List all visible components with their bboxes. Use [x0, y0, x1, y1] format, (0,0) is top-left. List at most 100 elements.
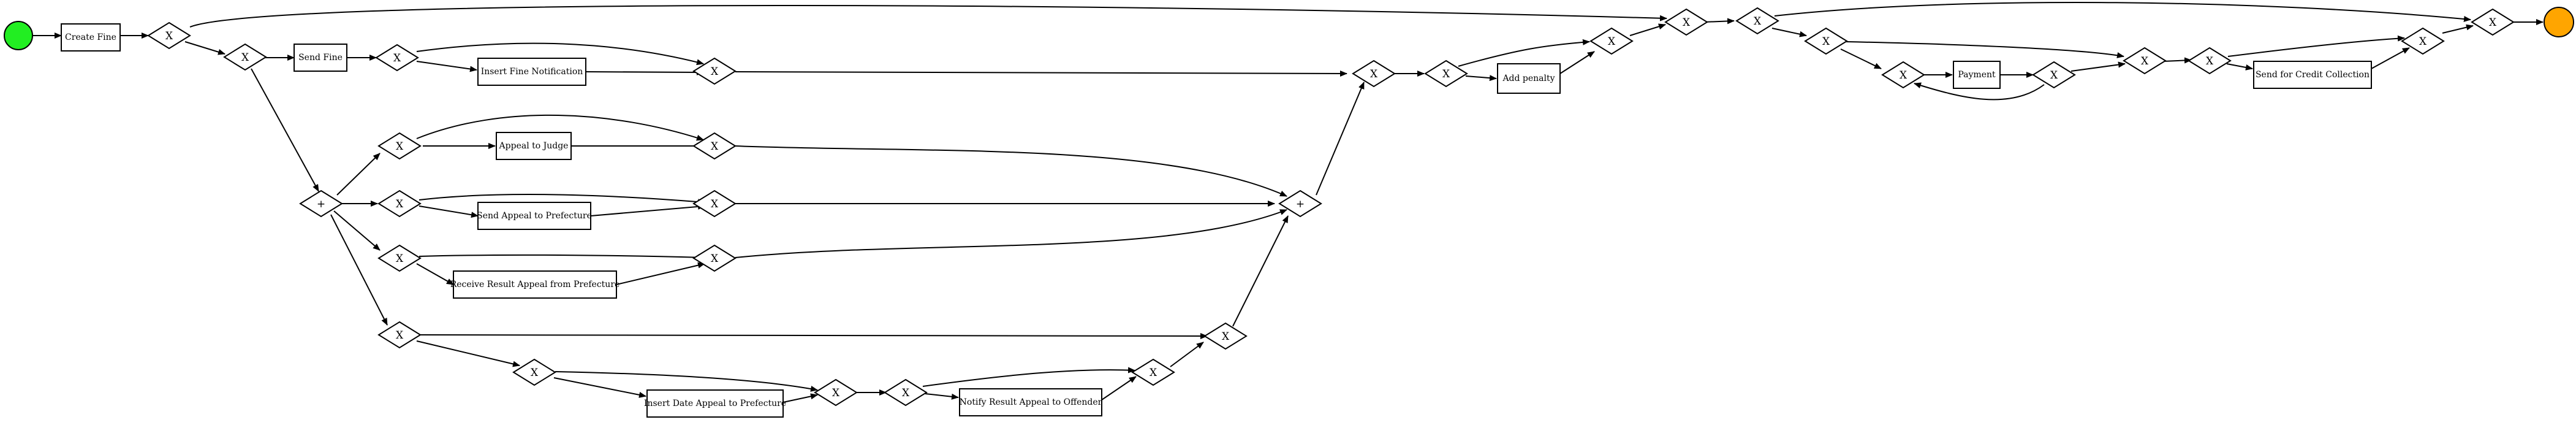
flow-g5-to-g6: [416, 114, 704, 141]
flow-g18-to-add-penalty: [1465, 75, 1497, 82]
flow-g15-to-g16: [1170, 342, 1204, 367]
gateway-symbol: X: [1900, 69, 1907, 82]
gateway-exclusive-g23: X: [1881, 61, 1925, 89]
flow-notify-result-to-g15: [1101, 376, 1137, 400]
flow-g22-to-g23: [1840, 48, 1882, 69]
task-label: Send Fine: [298, 53, 343, 63]
gateway-exclusive-g24: X: [2032, 61, 2076, 89]
flow-g1-to-g20: [189, 5, 1667, 28]
task-label: Insert Date Appeal to Prefecture: [644, 399, 786, 408]
gateway-symbol: X: [1608, 36, 1616, 48]
gateway-symbol: X: [711, 253, 719, 265]
flow-g19-to-g20: [1629, 23, 1666, 36]
flow-insert-date-appeal-to-g13: [782, 393, 818, 403]
gateway-exclusive-g11: X: [377, 321, 422, 349]
flow-g16-to-join: [1232, 215, 1289, 327]
gateway-exclusive-g3: X: [375, 44, 419, 72]
gateway-symbol: X: [711, 66, 719, 78]
gateway-exclusive-g21: X: [1735, 7, 1779, 35]
gateway-symbol: X: [1822, 36, 1830, 48]
gateway-exclusive-g13: X: [814, 378, 858, 407]
gateway-symbol: +: [1296, 198, 1305, 210]
gateway-parallel-split: +: [299, 190, 343, 218]
flow-g25-to-g26: [2162, 57, 2192, 64]
task-payment: Payment: [1953, 61, 2001, 89]
flow-g22-to-g25: [1845, 41, 2124, 58]
flow-g14-to-notify-result: [925, 393, 959, 400]
flow-g2-to-parallel-split: [251, 68, 319, 192]
flow-g14-to-g15: [922, 367, 1135, 387]
gateway-exclusive-g19: X: [1589, 27, 1634, 55]
gateway-symbol: X: [396, 198, 404, 210]
sequence-flows: [33, 1, 2544, 403]
gateway-exclusive-g22: X: [1804, 27, 1848, 55]
gateway-symbol: X: [1222, 331, 1230, 343]
flow-g11-to-g12: [416, 340, 520, 367]
gateway-exclusive-g16: X: [1203, 322, 1248, 350]
flow-send-appeal-to-g8: [590, 203, 705, 216]
gateway-symbol: X: [1442, 68, 1450, 80]
gateway-symbol: X: [2206, 55, 2214, 67]
gateway-symbol: +: [317, 198, 325, 210]
flow-g21-to-g22: [1771, 28, 1807, 37]
flow-g3-to-g4: [416, 42, 704, 66]
gateway-exclusive-g5: X: [377, 132, 422, 160]
flow-g9-to-receive-result: [416, 263, 454, 285]
task-add-penalty: Add penalty: [1497, 63, 1561, 94]
gateway-symbol: X: [2489, 17, 2497, 29]
gateway-symbol: X: [396, 140, 404, 153]
flow-g9-to-g10: [419, 254, 705, 261]
gateway-symbol: X: [1754, 15, 1762, 28]
task-label: Send for Credit Collection: [2256, 70, 2370, 80]
gateway-symbol: X: [2419, 36, 2427, 48]
flow-credit-collection-to-g27: [2371, 47, 2410, 69]
flow-g18-to-g19: [1458, 39, 1590, 67]
task-send-for-credit-collection: Send for Credit Collection: [2253, 61, 2372, 89]
task-label: Payment: [1958, 70, 1996, 80]
gateway-symbol: X: [241, 52, 249, 64]
task-label: Notify Result Appeal to Offender: [960, 397, 1102, 407]
gateway-exclusive-g18: X: [1424, 59, 1468, 88]
gateway-exclusive-g8: X: [692, 190, 737, 218]
flow-join-to-g17: [1316, 82, 1365, 196]
gateway-exclusive-g15: X: [1131, 358, 1175, 386]
gateway-symbol: X: [2141, 55, 2149, 67]
gateway-exclusive-g17: X: [1352, 59, 1396, 88]
flow-g12-to-g13: [555, 371, 818, 392]
gateway-exclusive-g25: X: [2123, 47, 2167, 75]
gateway-exclusive-g7: X: [377, 190, 422, 218]
gateway-symbol: X: [1683, 17, 1691, 29]
flow-g26-to-credit-collection: [2226, 63, 2253, 71]
flow-g27-to-g28: [2442, 24, 2474, 34]
flow-g7-to-send-appeal: [419, 205, 479, 218]
task-label: Create Fine: [65, 33, 116, 42]
flow-g4-to-g17: [735, 70, 1347, 77]
task-send-fine: Send Fine: [294, 44, 347, 72]
flow-split-to-g9: [333, 210, 381, 251]
gateway-exclusive-g26: X: [2188, 47, 2232, 75]
gateway-symbol: X: [396, 329, 404, 342]
gateway-exclusive-g4: X: [692, 57, 737, 85]
gateway-exclusive-g6: X: [692, 132, 737, 160]
task-label: Insert Fine Notification: [481, 67, 583, 77]
flow-g11-to-g16: [420, 332, 1208, 339]
task-label: Add penalty: [1502, 74, 1555, 83]
task-appeal-to-judge: Appeal to Judge: [496, 132, 572, 160]
flow-g10-to-join: [735, 209, 1287, 258]
gateway-exclusive-g27: X: [2401, 27, 2445, 55]
end-event: [2544, 7, 2574, 37]
gateway-symbol: X: [2050, 69, 2058, 82]
gateway-symbol: X: [396, 253, 404, 265]
start-event: [4, 21, 33, 50]
task-label: Receive Result Appeal from Prefecture: [450, 280, 620, 289]
flow-g3-to-insert-fine-notification: [416, 61, 477, 72]
gateway-exclusive-g1: X: [147, 21, 191, 50]
gateway-exclusive-g9: X: [377, 244, 422, 272]
flow-g7-to-g8: [419, 194, 705, 205]
gateway-symbol: X: [711, 198, 719, 210]
gateway-symbol: X: [1370, 68, 1378, 80]
task-label: Send Appeal to Prefecture: [477, 211, 592, 221]
gateway-symbol: X: [832, 387, 840, 399]
task-create-fine: Create Fine: [61, 23, 121, 52]
